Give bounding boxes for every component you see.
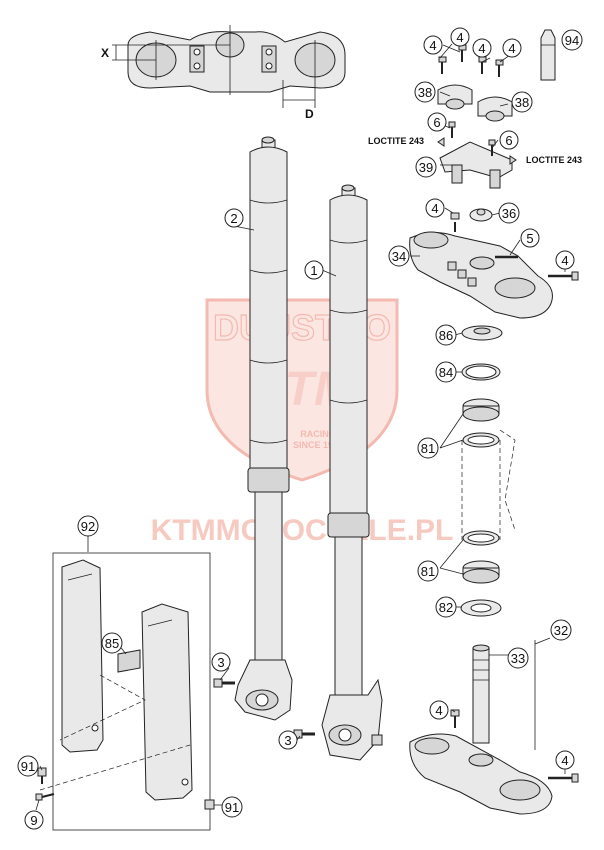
svg-text:84: 84 [439, 365, 453, 380]
callout-34: 34 [388, 245, 410, 267]
svg-text:91: 91 [225, 800, 239, 815]
callout-9: 9 [24, 810, 44, 830]
svg-text:4: 4 [508, 41, 515, 56]
clamp-cap-38a [437, 84, 473, 110]
callout-4h: 4 [555, 750, 575, 770]
callout-85: 85 [101, 632, 123, 654]
svg-text:4: 4 [561, 753, 568, 768]
callout-81a: 81 [417, 437, 439, 459]
svg-text:4: 4 [456, 30, 463, 45]
loctite-label-left: LOCTITE 243 [368, 136, 424, 146]
watermark-tagline-2: SINCE 1953 [293, 440, 343, 450]
svg-text:81: 81 [421, 564, 435, 579]
watermark-site: KTMMOTOCYKLE.PL [151, 514, 454, 547]
svg-text:2: 2 [230, 211, 237, 226]
callout-3a: 3 [211, 652, 231, 672]
svg-text:82: 82 [439, 600, 453, 615]
triple-clamp-dimension-view: X D [101, 25, 346, 121]
bearing-81-lower [462, 530, 500, 584]
callout-1: 1 [304, 260, 324, 280]
bolt-3a [213, 678, 235, 688]
svg-text:4: 4 [429, 38, 436, 53]
callout-4e: 4 [425, 198, 445, 218]
callout-32: 32 [550, 619, 572, 641]
svg-text:1: 1 [310, 263, 317, 278]
clamp-cap-38b [477, 96, 513, 122]
svg-text:91: 91 [21, 759, 35, 774]
seal-82 [460, 599, 502, 617]
svg-text:5: 5 [526, 231, 533, 246]
fork-leg-2 [234, 136, 293, 721]
svg-text:34: 34 [392, 249, 406, 264]
callout-4g: 4 [429, 700, 449, 720]
callout-38a: 38 [414, 81, 436, 103]
svg-text:85: 85 [105, 636, 119, 651]
svg-text:81: 81 [421, 441, 435, 456]
svg-text:38: 38 [515, 95, 529, 110]
callout-36: 36 [498, 202, 520, 224]
svg-text:6: 6 [505, 133, 512, 148]
callout-4a: 4 [423, 35, 443, 55]
callouts: 2 1 3 3 4 4 4 4 94 38 38 6 6 39 4 36 5 4… [17, 27, 583, 830]
dimension-x-label: X [101, 46, 109, 60]
steering-head-frame [461, 429, 516, 540]
callout-91b: 91 [221, 796, 243, 818]
dimension-d-label: D [305, 107, 314, 121]
callout-84: 84 [435, 361, 457, 383]
callout-4c: 4 [472, 38, 492, 58]
svg-text:4: 4 [478, 41, 485, 56]
callout-81b: 81 [417, 560, 439, 582]
svg-text:4: 4 [435, 703, 442, 718]
svg-text:6: 6 [433, 115, 440, 130]
callout-92: 92 [77, 515, 99, 537]
upper-triple-clamp-34 [409, 208, 579, 319]
callout-5: 5 [520, 228, 540, 248]
svg-text:4: 4 [431, 201, 438, 216]
upper-clamp-bolts [438, 44, 504, 77]
fork-leg-1 [321, 184, 383, 761]
callout-39: 39 [415, 156, 437, 178]
callout-82: 82 [435, 596, 457, 618]
svg-text:3: 3 [217, 655, 224, 670]
fork-protectors-box-92 [39, 535, 211, 831]
watermark: DUUSTCO KTM RACING SINCE 1953 KTMMOTOCYK… [151, 298, 454, 547]
svg-text:39: 39 [419, 160, 433, 175]
bolts-6 [437, 121, 517, 165]
svg-text:36: 36 [502, 206, 516, 221]
bearing-81-upper [462, 398, 500, 448]
bolt-3b [293, 729, 315, 739]
callout-4f: 4 [555, 250, 575, 270]
callout-86: 86 [435, 324, 457, 346]
callout-2: 2 [224, 208, 244, 228]
svg-text:94: 94 [565, 33, 579, 48]
svg-text:4: 4 [561, 253, 568, 268]
svg-text:32: 32 [554, 623, 568, 638]
callout-94: 94 [561, 29, 583, 51]
svg-text:38: 38 [418, 85, 432, 100]
callout-38b: 38 [511, 91, 533, 113]
loctite-label-right: LOCTITE 243 [526, 155, 582, 165]
svg-text:86: 86 [439, 328, 453, 343]
svg-text:3: 3 [284, 733, 291, 748]
callout-33: 33 [507, 647, 529, 669]
callout-6b: 6 [499, 130, 519, 150]
svg-text:33: 33 [511, 651, 525, 666]
svg-text:9: 9 [30, 813, 37, 828]
svg-text:92: 92 [81, 519, 95, 534]
callout-4d: 4 [502, 38, 522, 58]
o-ring-84 [461, 363, 501, 381]
callout-3b: 3 [278, 730, 298, 750]
dust-seal-86 [461, 325, 503, 341]
callout-6a: 6 [427, 112, 447, 132]
handlebar-clamp-39 [439, 141, 513, 189]
callout-4b: 4 [450, 27, 470, 47]
callout-91a: 91 [17, 755, 39, 777]
lower-triple-clamp-32 [409, 640, 579, 815]
watermark-tagline-1: RACING [300, 429, 336, 439]
loctite-tube-94 [540, 29, 556, 81]
bolt-clip-91-9 [35, 767, 215, 810]
